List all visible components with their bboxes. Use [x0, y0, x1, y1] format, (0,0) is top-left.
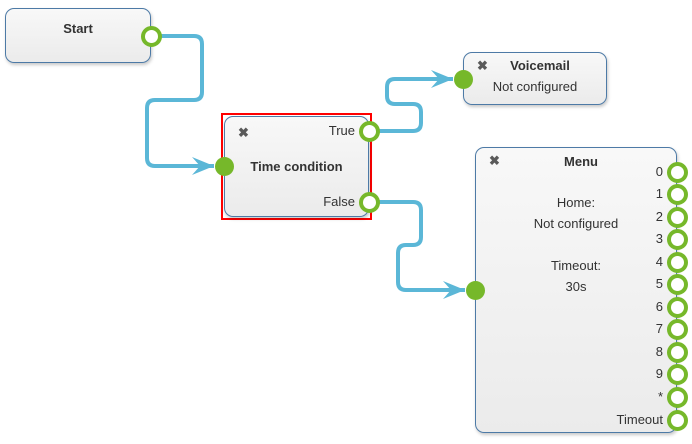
arrowhead-icon [443, 281, 465, 299]
port-label: 9 [655, 366, 663, 381]
node-title: Voicemail [510, 58, 570, 73]
port-label: 7 [655, 321, 663, 336]
port-label: True [328, 123, 355, 138]
node-body-line: Home: [556, 195, 596, 210]
input-port[interactable] [465, 280, 485, 300]
input-port[interactable] [453, 69, 473, 89]
port-label: 5 [655, 276, 663, 291]
connection-true-to-voicemail[interactable] [379, 77, 453, 133]
output-port[interactable] [666, 363, 688, 385]
connection-start-to-time-condition[interactable] [145, 34, 214, 168]
output-port[interactable] [358, 191, 380, 213]
output-port[interactable] [666, 183, 688, 205]
input-port[interactable] [214, 156, 234, 176]
port-label: * [657, 389, 663, 404]
arrowhead-icon [431, 70, 453, 88]
output-port[interactable] [666, 161, 688, 183]
node-body-line: Timeout: [550, 258, 602, 273]
node-body-line: Not configured [533, 216, 619, 231]
close-icon[interactable]: ✖ [477, 58, 488, 73]
output-port[interactable] [666, 206, 688, 228]
output-port[interactable] [666, 251, 688, 273]
node-start[interactable]: Start [5, 8, 151, 63]
node-title: Start [63, 21, 93, 36]
output-port[interactable] [666, 341, 688, 363]
output-port[interactable] [666, 228, 688, 250]
node-body: Not configured [464, 76, 606, 97]
port-label: False [323, 194, 355, 209]
port-label: Timeout [616, 412, 663, 427]
connection-false-to-menu[interactable] [379, 200, 465, 292]
node-body-line: 30s [565, 279, 587, 294]
port-label: 3 [655, 231, 663, 246]
node-title: Menu [564, 154, 598, 169]
output-port[interactable] [666, 296, 688, 318]
output-port[interactable] [666, 318, 688, 340]
arrowhead-icon [192, 157, 214, 175]
output-port[interactable] [666, 409, 688, 431]
output-port[interactable] [666, 273, 688, 295]
node-title: Time condition [250, 159, 343, 174]
output-port[interactable] [358, 120, 380, 142]
port-label: 1 [655, 186, 663, 201]
close-icon[interactable]: ✖ [238, 125, 249, 140]
output-port[interactable] [666, 386, 688, 408]
port-label: 0 [655, 164, 663, 179]
close-icon[interactable]: ✖ [489, 153, 500, 168]
node-body-line: Not configured [492, 79, 578, 94]
port-label: 8 [655, 344, 663, 359]
port-label: 2 [655, 209, 663, 224]
output-port[interactable] [140, 25, 162, 47]
port-label: 6 [655, 299, 663, 314]
node-time-condition[interactable]: ✖ Time condition [224, 116, 369, 217]
port-label: 4 [655, 254, 663, 269]
